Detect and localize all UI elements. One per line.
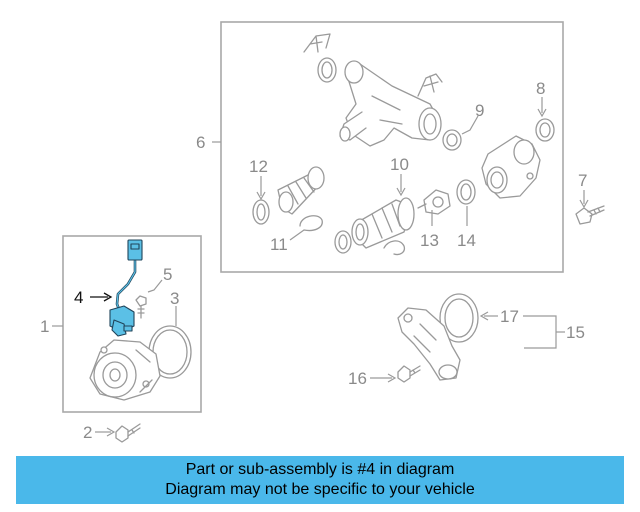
temperature-sensor [417,189,451,215]
part-4-highlighted [109,239,143,337]
harness-connector [127,239,143,261]
callout-10: 10 [390,155,409,174]
screw-5 [135,295,147,319]
callout-6: 6 [196,133,205,152]
callout-11: 11 [270,235,288,254]
hose-clamp [383,240,406,256]
circlip-11 [299,215,323,232]
callout-2: 2 [83,423,92,442]
callout-12: 12 [249,157,268,176]
bolt-2 [115,423,141,443]
callout-9: 9 [475,101,484,120]
banner-line-part: Part or sub-assembly is #4 in diagram [185,461,455,478]
info-banner: Part or sub-assembly is #4 in diagram Di… [16,456,624,504]
coolant-distributor-housing [339,60,442,147]
parts-diagram: 6 8 9 10 12 11 13 14 7 15 17 16 1 2 3 5 … [40,21,605,443]
callout-3: 3 [170,289,179,308]
bolt-7 [575,205,605,225]
water-pump [89,339,161,401]
sensor-body [109,305,135,337]
callout-8: 8 [536,79,545,98]
callout-13: 13 [420,231,439,250]
callout-14: 14 [457,231,476,250]
thermostat-housing [481,135,541,199]
retaining-clip [303,33,331,53]
bolt-16 [397,365,421,383]
coolant-flange [397,307,461,381]
callout-16: 16 [348,369,367,388]
callout-17: 17 [500,307,519,326]
coolant-hose-left [277,166,325,215]
assembly-6-frame [220,21,564,273]
callout-15: 15 [566,323,585,342]
callout-1: 1 [40,317,49,336]
assembly-1-frame [62,235,202,413]
coolant-hose-10 [351,197,415,249]
banner-line-disclaimer: Diagram may not be specific to your vehi… [165,481,475,498]
retaining-clip-right [417,73,443,97]
callout-5: 5 [163,265,172,284]
callout-4: 4 [74,288,83,307]
callout-7: 7 [578,171,587,190]
